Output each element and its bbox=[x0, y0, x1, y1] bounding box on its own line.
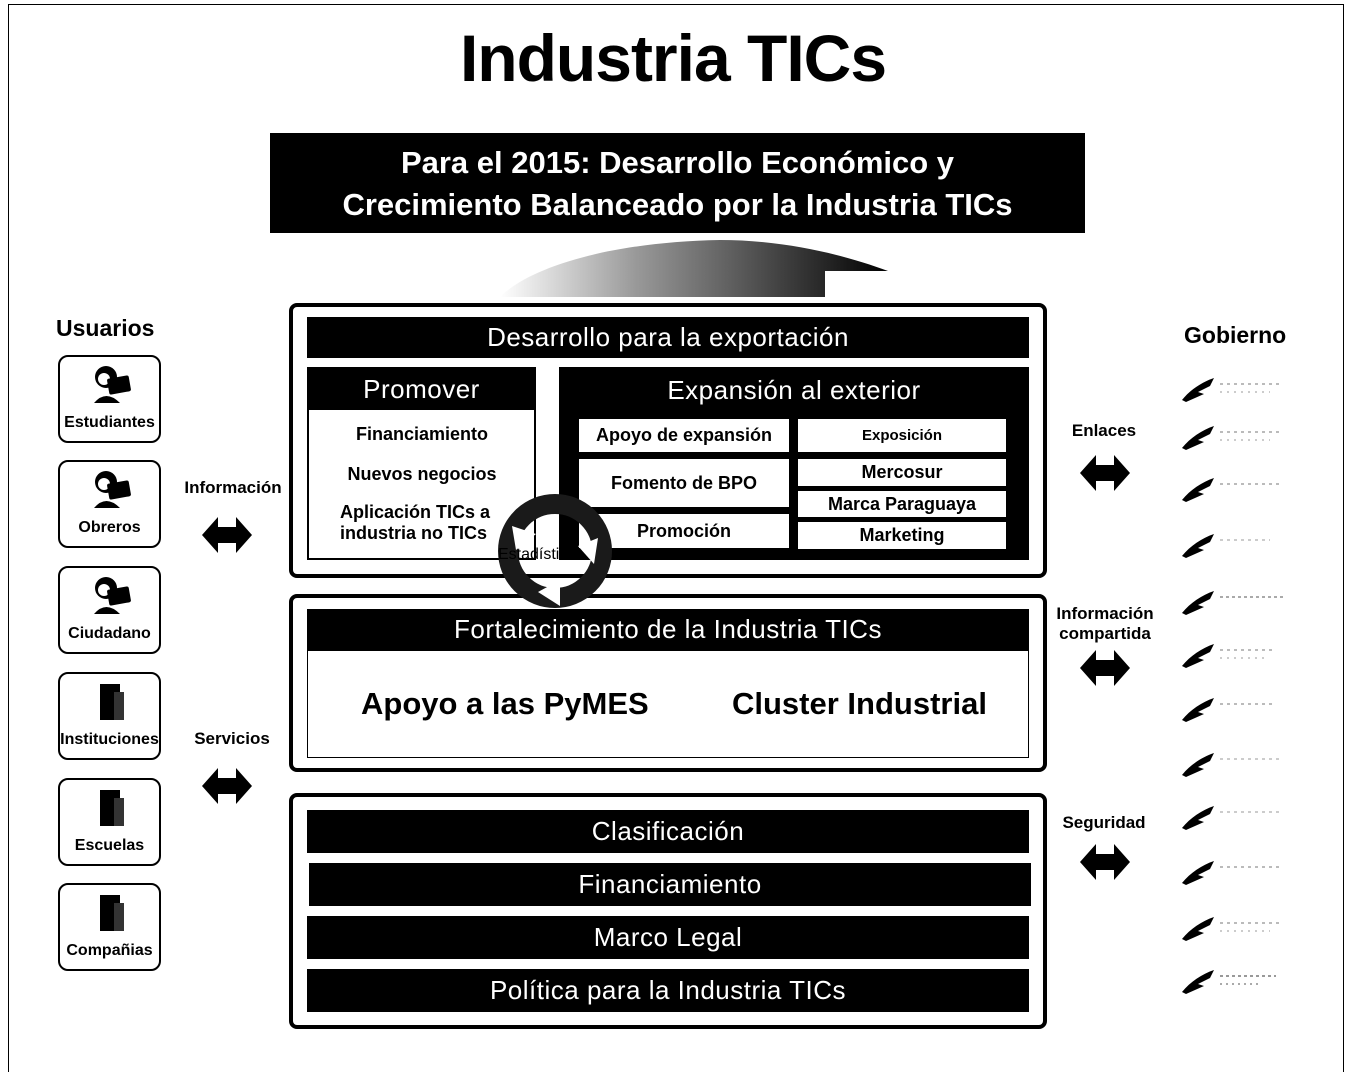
user-label: Obreros bbox=[78, 519, 141, 536]
fortalecimiento-item: Cluster Industrial bbox=[732, 686, 987, 721]
user-label: Escuelas bbox=[74, 837, 145, 854]
flow-seguridad: Seguridad bbox=[1062, 813, 1146, 832]
government-logo-icon bbox=[1182, 917, 1280, 941]
base-item: Marco Legal bbox=[307, 916, 1029, 959]
user-instituciones: Instituciones bbox=[58, 672, 161, 760]
double-arrow-icon bbox=[1080, 650, 1130, 686]
cycle-arrows-icon bbox=[498, 494, 612, 608]
user-label: Ciudadano bbox=[68, 625, 151, 642]
expansion-cell: Mercosur bbox=[797, 458, 1007, 487]
goal-line-1: Para el 2015: Desarrollo Económico y bbox=[400, 145, 955, 180]
person-computer-icon bbox=[94, 577, 131, 614]
double-arrow-icon bbox=[202, 768, 252, 804]
cycle-label: Estadística bbox=[498, 546, 577, 563]
user-label: Compañias bbox=[66, 942, 153, 959]
fortalecimiento-item: Apoyo a las PyMES bbox=[361, 686, 649, 721]
fortalecimiento-body bbox=[307, 650, 1029, 758]
person-computer-icon bbox=[94, 471, 131, 508]
user-estudiantes: Estudiantes bbox=[58, 355, 161, 443]
expansion-cell: Marca Paraguaya bbox=[797, 490, 1007, 518]
user-escuelas: Escuelas bbox=[58, 778, 161, 866]
government-logo-icon bbox=[1182, 644, 1272, 668]
promover-item: industria no TICs bbox=[340, 523, 488, 543]
page-title: Industria TICs bbox=[459, 21, 887, 95]
expansion-cell: Fomento de BPO bbox=[578, 458, 790, 508]
fortalecimiento-title: Fortalecimiento de la Industria TICs bbox=[307, 609, 1029, 650]
government-logo-icon bbox=[1182, 861, 1280, 885]
base-item: Política para la Industria TICs bbox=[307, 969, 1029, 1012]
expansion-title: Expansión al exterior bbox=[559, 369, 1029, 411]
gobierno-title: Gobierno bbox=[1184, 322, 1287, 348]
export-title: Desarrollo para la exportación bbox=[307, 317, 1029, 358]
double-arrow-icon bbox=[202, 517, 252, 553]
upward-arrow-icon bbox=[500, 240, 888, 297]
promover-item: Financiamiento bbox=[355, 424, 489, 444]
base-item: Clasificación bbox=[307, 810, 1029, 853]
promover-item: Nuevos negocios bbox=[347, 464, 497, 484]
government-logo-icon bbox=[1182, 753, 1280, 777]
flow-line: Información bbox=[1056, 604, 1154, 623]
user-label: Instituciones bbox=[60, 731, 159, 748]
building-icon bbox=[100, 895, 124, 931]
expansion-cell: Marketing bbox=[797, 521, 1007, 550]
promover-title: Promover bbox=[308, 368, 535, 410]
user-companias: Compañias bbox=[58, 883, 161, 971]
expansion-cell: Promoción bbox=[578, 513, 790, 549]
flow-informacion-compartida: Información compartida bbox=[1050, 604, 1160, 644]
double-arrow-icon bbox=[1080, 455, 1130, 491]
government-logo-icon bbox=[1182, 970, 1276, 994]
government-logo-icon bbox=[1182, 478, 1280, 502]
flow-enlaces: Enlaces bbox=[1071, 421, 1137, 440]
person-computer-icon bbox=[94, 366, 131, 403]
base-item: Financiamiento bbox=[309, 863, 1031, 906]
government-logo-icon bbox=[1182, 806, 1280, 830]
building-icon bbox=[100, 684, 124, 720]
government-logo-icon bbox=[1182, 698, 1272, 722]
flow-informacion: Información bbox=[184, 478, 282, 497]
user-obreros: Obreros bbox=[58, 460, 161, 548]
expansion-cell: Exposición bbox=[797, 418, 1007, 453]
government-logo-icon bbox=[1182, 378, 1280, 402]
diagram-frame bbox=[8, 4, 1344, 1072]
flow-servicios: Servicios bbox=[194, 729, 270, 748]
usuarios-title: Usuarios bbox=[56, 315, 155, 341]
government-logo-icon bbox=[1182, 591, 1285, 615]
flow-line: compartida bbox=[1059, 624, 1151, 643]
user-ciudadano: Ciudadano bbox=[58, 566, 161, 654]
goal-banner: Para el 2015: Desarrollo Económico y Cre… bbox=[270, 133, 1085, 233]
expansion-cell: Apoyo de expansión bbox=[578, 418, 790, 453]
government-logo-icon bbox=[1182, 426, 1280, 450]
goal-line-2: Crecimiento Balanceado por la Industria … bbox=[342, 187, 1013, 222]
promover-item: Aplicación TICs a bbox=[340, 502, 491, 522]
user-label: Estudiantes bbox=[64, 414, 155, 431]
building-icon bbox=[100, 790, 124, 826]
double-arrow-icon bbox=[1080, 844, 1130, 880]
government-logo-icon bbox=[1182, 534, 1270, 558]
